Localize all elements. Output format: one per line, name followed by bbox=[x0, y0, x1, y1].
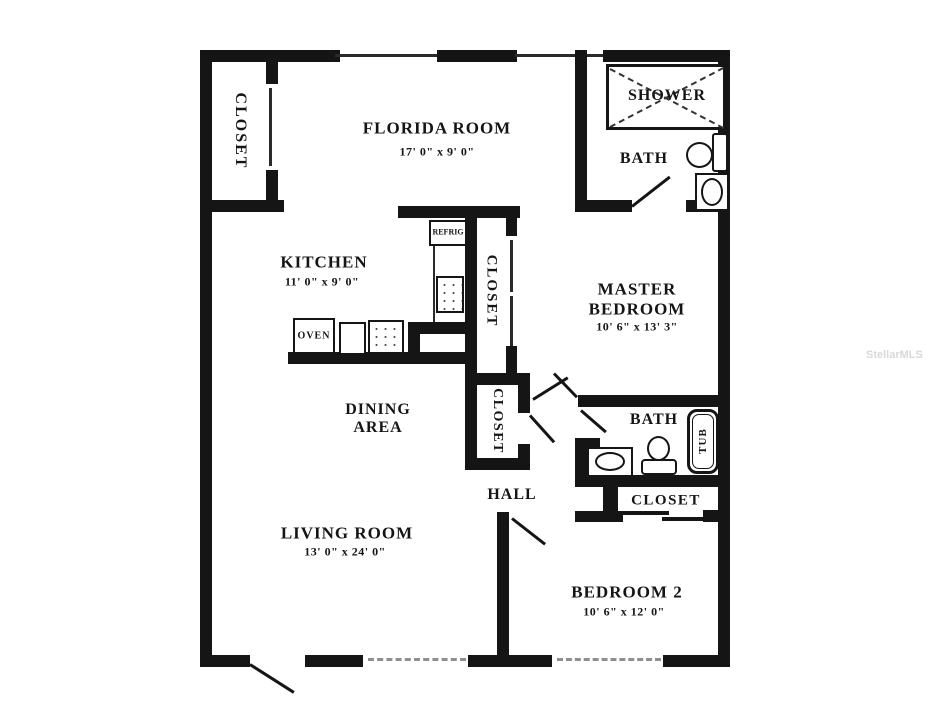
toilet-icon bbox=[647, 436, 670, 461]
refrigerator-box: REFRIG bbox=[429, 220, 467, 246]
wall bbox=[575, 50, 587, 212]
closet-door bbox=[269, 88, 272, 166]
wall bbox=[506, 346, 517, 376]
tub-icon bbox=[687, 409, 719, 474]
wall bbox=[506, 206, 517, 236]
wall bbox=[437, 50, 517, 62]
kitchen-sink-icon bbox=[436, 276, 464, 313]
closet-door bbox=[510, 240, 513, 292]
wall bbox=[465, 458, 530, 470]
wall bbox=[663, 655, 730, 667]
wall bbox=[398, 206, 520, 218]
wall bbox=[518, 444, 530, 470]
dining-line1: DINING bbox=[345, 401, 411, 419]
sink-icon bbox=[686, 142, 713, 168]
bedroom2-dims: 10' 6" x 12' 0" bbox=[583, 604, 665, 619]
range-box bbox=[368, 320, 404, 354]
tub-label: TUB bbox=[696, 428, 709, 454]
master-bedroom-dims: 10' 6" x 13' 3" bbox=[596, 319, 678, 334]
shower-pan-icon bbox=[606, 64, 726, 130]
closet-tl-label: CLOSET bbox=[231, 92, 249, 170]
wall bbox=[575, 200, 632, 212]
toilet-bowl-icon bbox=[701, 178, 723, 206]
wall bbox=[200, 200, 284, 212]
wall bbox=[497, 512, 509, 667]
master-line1: MASTER bbox=[597, 279, 677, 299]
closet-door bbox=[510, 296, 513, 346]
wall bbox=[603, 487, 618, 515]
sliding-door bbox=[623, 511, 669, 515]
wall bbox=[703, 510, 730, 522]
tub-inner bbox=[692, 414, 714, 469]
dining-area-label: DINING AREA bbox=[345, 401, 411, 437]
door-swing bbox=[249, 663, 295, 694]
master-bedroom-label: MASTER BEDROOM bbox=[589, 279, 686, 318]
bath1-label: BATH bbox=[619, 150, 669, 168]
window bbox=[557, 658, 661, 661]
living-room-dims: 13' 0" x 24' 0" bbox=[304, 544, 386, 559]
wall bbox=[305, 655, 363, 667]
counter-edge bbox=[433, 246, 435, 322]
florida-room-label: FLORIDA ROOM bbox=[362, 118, 512, 138]
bedroom2-closet-label: CLOSET bbox=[631, 492, 701, 509]
counter-wall bbox=[408, 322, 465, 334]
door-swing bbox=[532, 376, 569, 401]
oven-label: OVEN bbox=[297, 330, 331, 342]
living-room-label: LIVING ROOM bbox=[280, 523, 414, 543]
wall bbox=[465, 206, 477, 470]
dining-line2: AREA bbox=[353, 419, 403, 436]
wall bbox=[468, 655, 552, 667]
bedroom2-label: BEDROOM 2 bbox=[571, 582, 683, 602]
wall bbox=[465, 373, 530, 385]
toilet-base-icon bbox=[641, 459, 677, 475]
vanity-icon bbox=[712, 133, 728, 172]
sink-bowl-icon bbox=[595, 452, 625, 471]
florida-room-dims: 17' 0" x 9' 0" bbox=[399, 144, 475, 159]
wall bbox=[578, 395, 730, 407]
kitchen-closet-label: CLOSET bbox=[483, 254, 500, 328]
refrig-label: REFRIG bbox=[432, 227, 464, 237]
counter-box bbox=[339, 322, 366, 355]
window bbox=[515, 54, 607, 57]
wall bbox=[603, 50, 730, 62]
kitchen-label: KITCHEN bbox=[280, 252, 368, 272]
hall-closet-label: CLOSET bbox=[489, 388, 505, 454]
sliding-door bbox=[662, 517, 706, 521]
door-swing bbox=[631, 175, 671, 208]
wall bbox=[575, 475, 730, 487]
oven-box: OVEN bbox=[293, 318, 335, 354]
door-swing bbox=[580, 409, 607, 434]
wall bbox=[200, 655, 250, 667]
hall-label: HALL bbox=[487, 486, 537, 504]
wall bbox=[266, 50, 278, 84]
door-swing bbox=[511, 517, 547, 546]
wall bbox=[575, 511, 623, 522]
wall bbox=[575, 438, 600, 448]
counter-wall bbox=[288, 352, 477, 364]
wall bbox=[575, 438, 587, 487]
wall bbox=[518, 373, 530, 413]
watermark: StellarMLS bbox=[866, 349, 923, 361]
door-swing bbox=[528, 414, 556, 444]
window bbox=[368, 658, 466, 661]
bath2-label: BATH bbox=[629, 411, 679, 429]
window bbox=[335, 54, 439, 57]
master-line2: BEDROOM bbox=[588, 299, 686, 318]
kitchen-dims: 11' 0" x 9' 0" bbox=[284, 274, 360, 289]
wall bbox=[200, 50, 212, 667]
shower-label: SHOWER bbox=[627, 87, 707, 105]
